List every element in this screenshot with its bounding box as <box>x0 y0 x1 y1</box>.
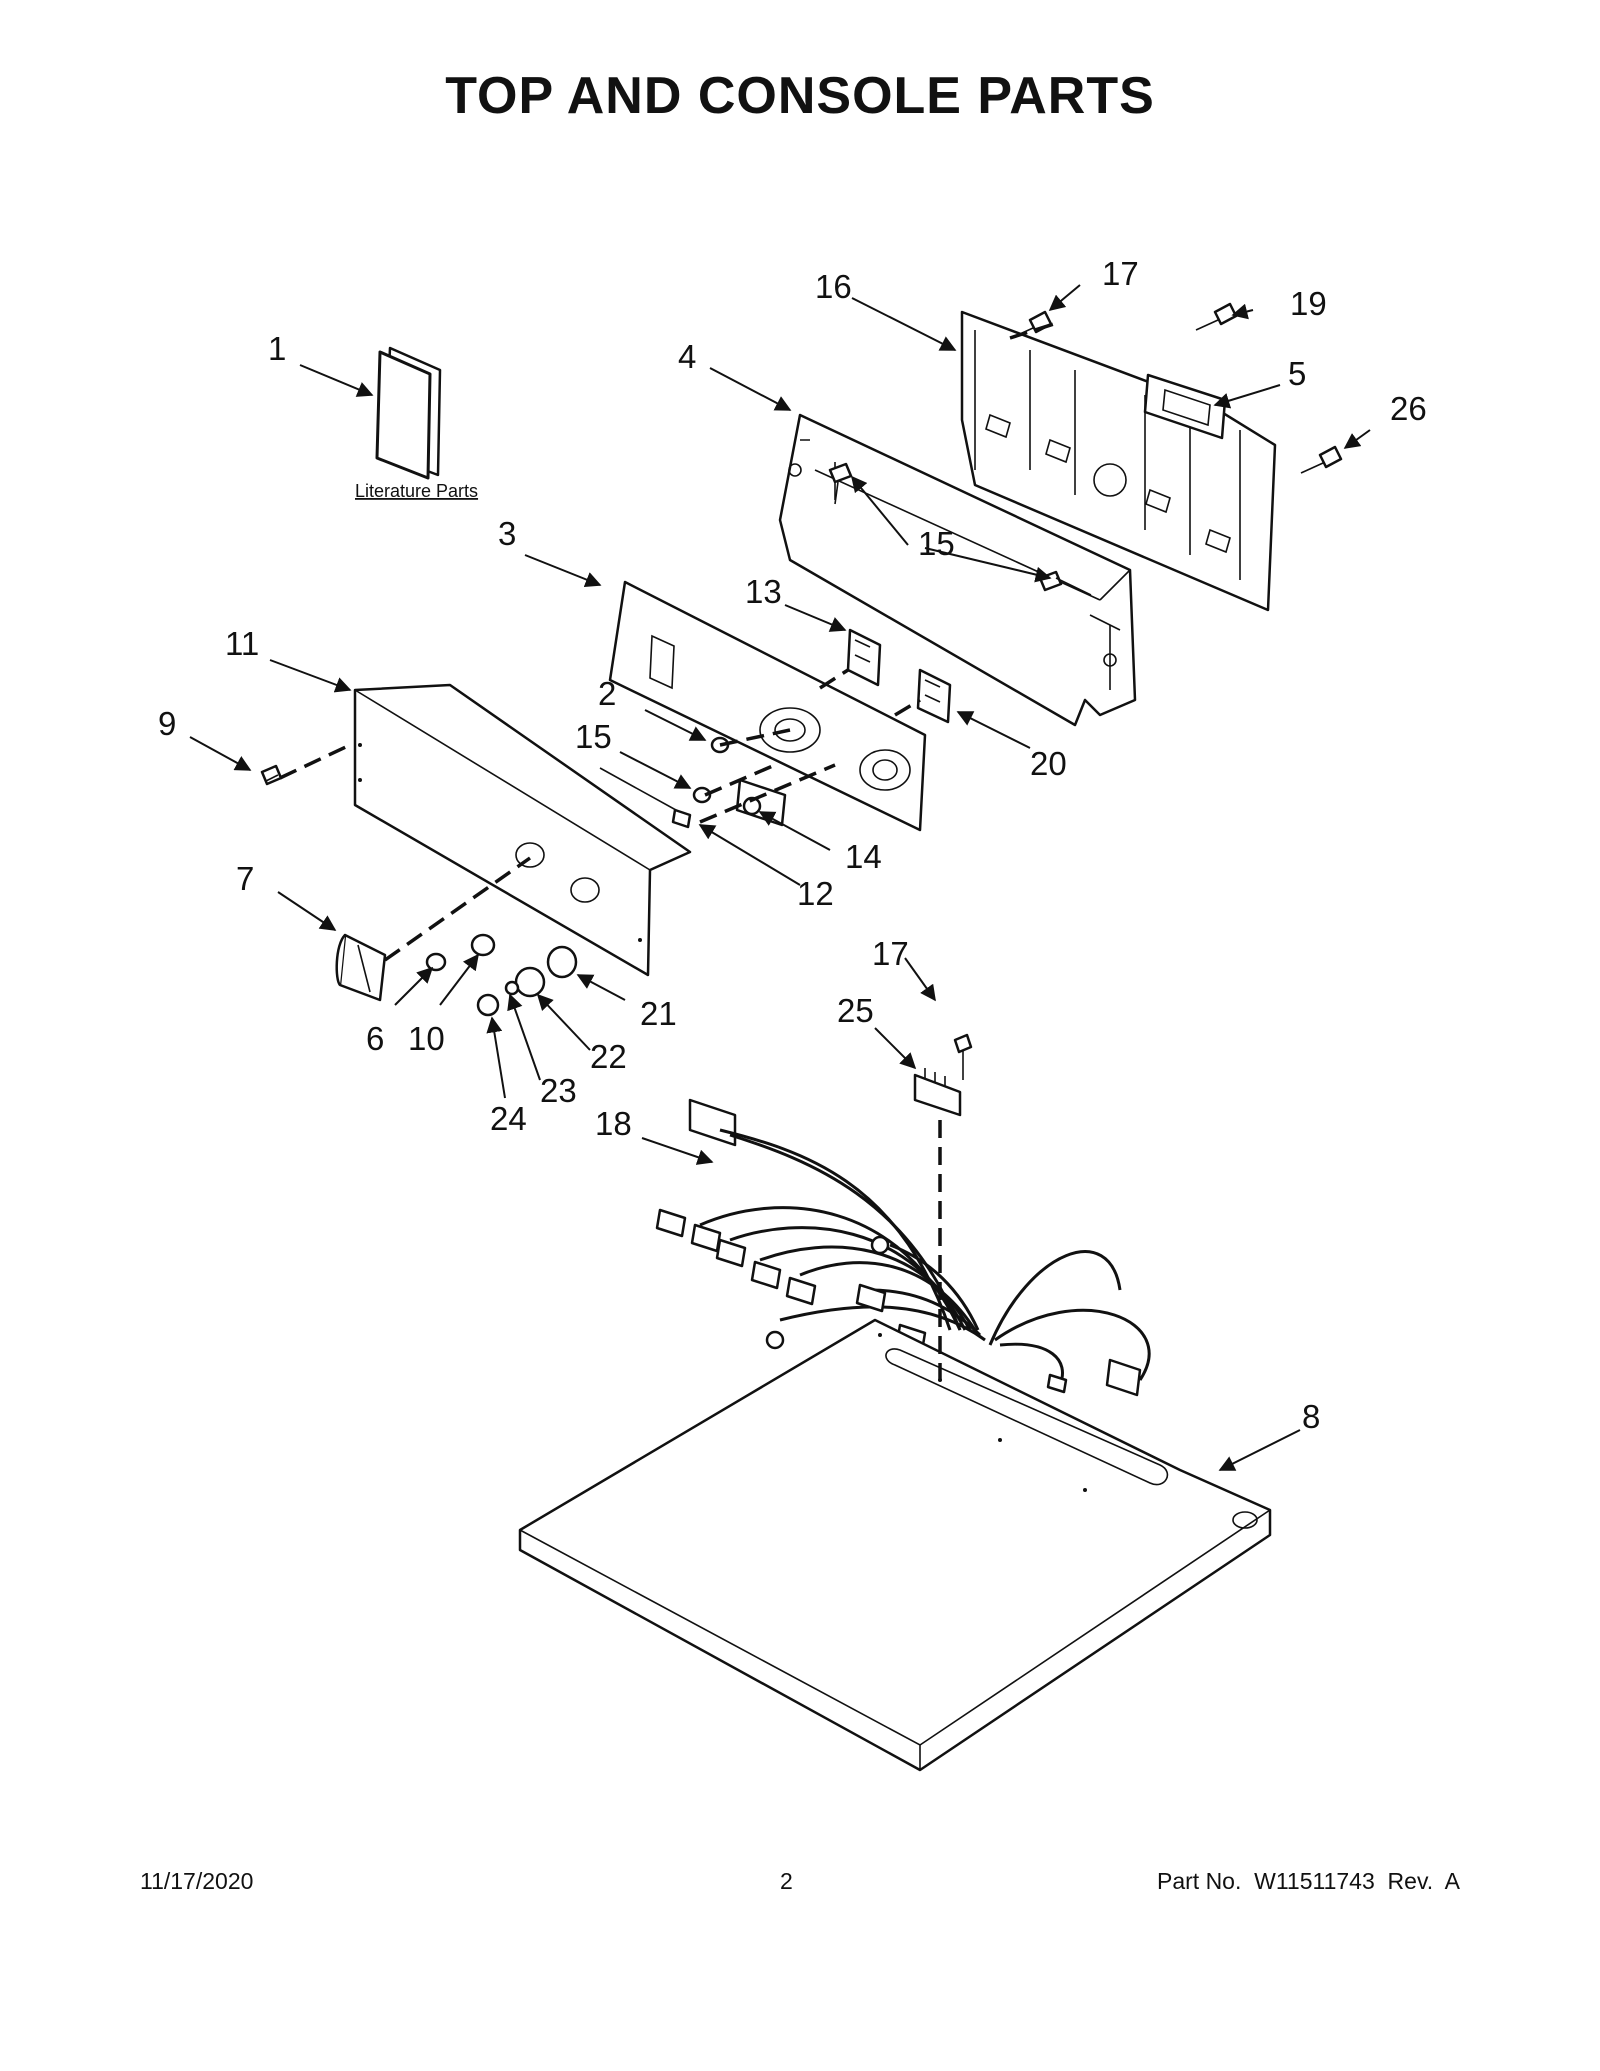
callout-11: 11 <box>225 625 259 662</box>
callout-1: 1 <box>268 330 286 367</box>
screw-17-relay <box>953 1033 973 1080</box>
callout-17-relay: 17 <box>872 935 909 972</box>
callout-16: 16 <box>815 268 852 305</box>
callout-3: 3 <box>498 515 516 552</box>
callout-12: 12 <box>797 875 834 912</box>
callout-6: 6 <box>366 1020 384 1057</box>
footer-part-number: Part No. W11511743 Rev. A <box>1157 1868 1460 1894</box>
front-control-panel <box>353 683 692 977</box>
page-title: TOP AND CONSOLE PARTS <box>445 67 1155 125</box>
callout-4: 4 <box>678 338 696 375</box>
callout-25: 25 <box>837 992 874 1029</box>
screw-9 <box>260 764 283 786</box>
callout-10: 10 <box>408 1020 445 1057</box>
wire-harness <box>655 1098 1151 1397</box>
screw-19 <box>1195 302 1238 331</box>
callout-15-panel: 15 <box>575 718 612 755</box>
callout-22: 22 <box>590 1038 627 1075</box>
alignment-lines <box>279 320 1061 1390</box>
control-board <box>1143 373 1227 440</box>
callout-23: 23 <box>540 1072 577 1109</box>
screw-26 <box>1300 445 1343 474</box>
top-panel <box>518 1318 1272 1772</box>
knob-parts <box>425 933 578 1017</box>
timer-14 <box>735 778 787 827</box>
callout-21: 21 <box>640 995 677 1032</box>
console-housing <box>778 413 1137 727</box>
literature-parts-label: Literature Parts <box>355 481 478 501</box>
leader-lines <box>189 284 1371 1471</box>
callout-5: 5 <box>1288 355 1306 392</box>
switch-lever-12 <box>599 767 692 829</box>
callout-9: 9 <box>158 705 176 742</box>
callout-13: 13 <box>745 573 782 610</box>
callout-8: 8 <box>1302 1398 1320 1435</box>
callout-19: 19 <box>1290 285 1327 322</box>
callout-18: 18 <box>595 1105 632 1142</box>
callout-labels: 1 2 3 4 5 6 7 8 9 10 11 12 13 14 15 15 1… <box>158 255 1427 1435</box>
footer-page-number: 2 <box>780 1868 793 1894</box>
callout-17-top: 17 <box>1102 255 1139 292</box>
knob-stem-15 <box>692 786 712 804</box>
callout-7: 7 <box>236 860 254 897</box>
switch-20 <box>916 668 952 724</box>
callout-24: 24 <box>490 1100 527 1137</box>
callout-20: 20 <box>1030 745 1067 782</box>
callout-2: 2 <box>598 675 616 712</box>
callout-14: 14 <box>845 838 882 875</box>
callout-15-console: 15 <box>918 525 955 562</box>
footer-date: 11/17/2020 <box>140 1868 254 1894</box>
literature-booklet: Literature Parts <box>355 346 478 501</box>
knob-7 <box>335 933 387 1002</box>
relay-25 <box>913 1068 962 1117</box>
callout-26: 26 <box>1390 390 1427 427</box>
switch-13 <box>846 628 882 687</box>
